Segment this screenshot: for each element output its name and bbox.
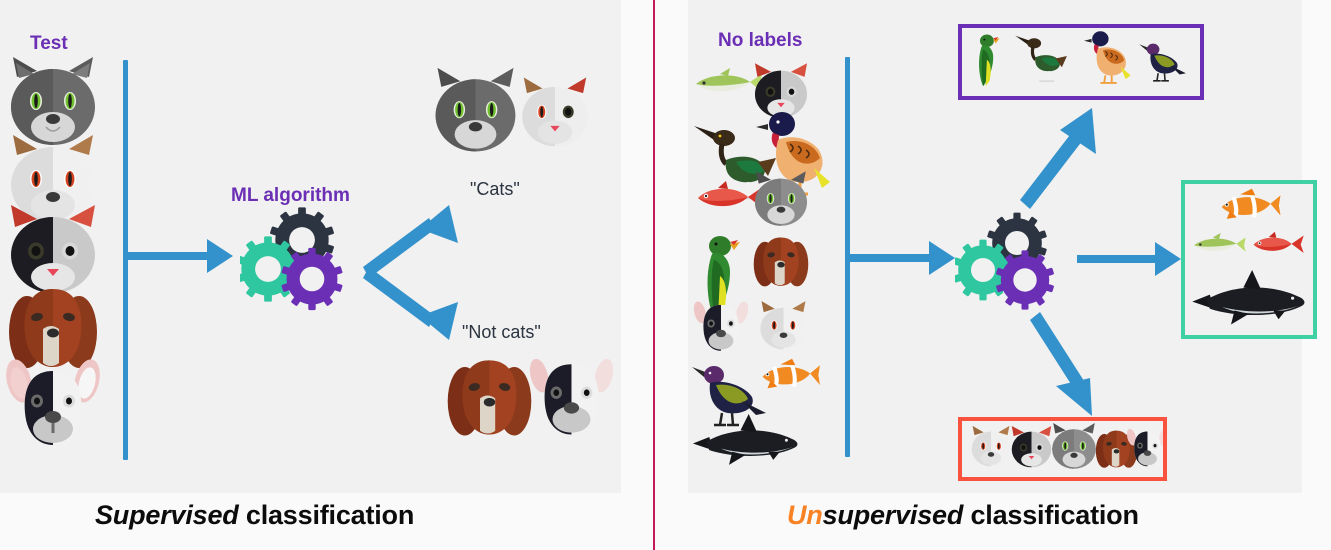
supervised-arrow-to-cats xyxy=(363,205,458,278)
supervised-caption: Supervised classification xyxy=(95,500,414,531)
arrow-to-birds-cluster xyxy=(1020,108,1096,209)
notcats-output-label: "Not cats" xyxy=(462,322,541,342)
pets-cluster-box xyxy=(958,417,1169,481)
unsupervised-input-stack xyxy=(690,62,835,487)
unsupervised-caption: Unsupervised classification xyxy=(787,500,1139,531)
unsupervised-gears xyxy=(955,210,1065,315)
supervised-input-bracket xyxy=(123,60,128,460)
unsupervised-caption-accent: Un xyxy=(787,500,823,530)
ml-algorithm-label: ML algorithm xyxy=(231,185,350,206)
arrow-to-pets-cluster xyxy=(1030,312,1092,416)
supervised-input-label: Test xyxy=(30,33,68,54)
ml-algorithm-gears xyxy=(240,207,350,312)
cats-output-group xyxy=(420,60,600,170)
supervised-caption-italic: Supervised xyxy=(95,500,239,530)
supervised-arrow-to-notcats xyxy=(363,267,458,340)
cats-output-label: "Cats" xyxy=(470,179,520,199)
unsupervised-input-label: No labels xyxy=(718,30,803,51)
unsupervised-caption-italic: supervised xyxy=(822,500,964,530)
birds-cluster-box xyxy=(958,24,1204,100)
notcats-output-group xyxy=(440,345,630,450)
fish-cluster-box xyxy=(1181,180,1317,339)
supervised-input-stack xyxy=(0,55,110,475)
unsupervised-caption-rest: classification xyxy=(970,500,1139,530)
panel-divider xyxy=(653,0,655,550)
supervised-caption-rest: classification xyxy=(245,500,415,530)
